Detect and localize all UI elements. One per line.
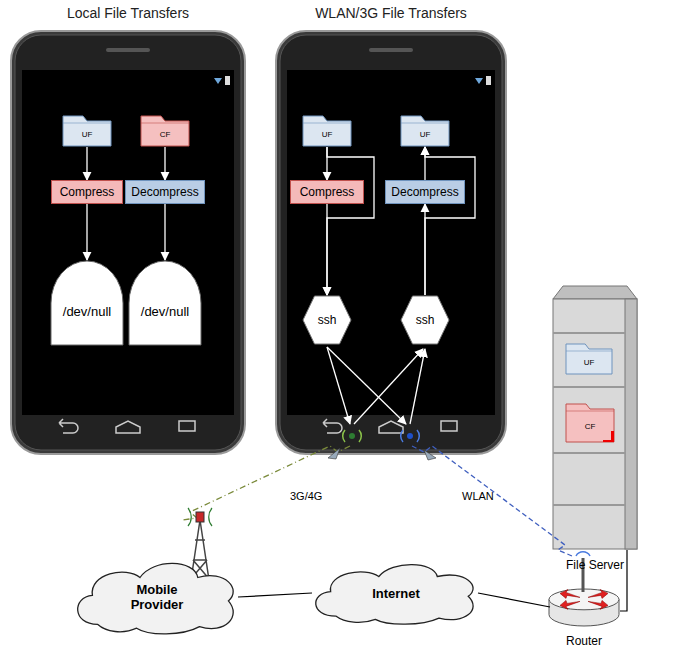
phone-device: Local File TransfersUFCFCompressDecompre… <box>10 30 246 455</box>
link-label: 3G/4G <box>290 490 322 502</box>
folder-icon: CF <box>565 403 615 443</box>
phone-outline <box>10 30 246 455</box>
node-text: UF <box>322 130 333 139</box>
folder-icon: CF <box>140 115 190 147</box>
dome-outline <box>50 260 124 346</box>
ssh-hexagon: ssh <box>302 295 352 345</box>
node-text: Mobile Provider <box>117 582 197 612</box>
link-label: WLAN <box>462 490 494 502</box>
folder-icon: UF <box>302 115 352 147</box>
node-text: Internet <box>372 586 420 601</box>
router-outline <box>548 588 620 626</box>
phone-device: WLAN/3G File TransfersUFUFCompressDecomp… <box>275 30 507 455</box>
node-text: CF <box>585 422 596 431</box>
node-text: Local File Transfers <box>0 5 286 21</box>
connector <box>478 593 550 607</box>
node-text: UF <box>82 130 93 139</box>
node-text: UF <box>584 358 595 367</box>
folder-icon: UF <box>62 115 112 147</box>
node-text: Compress <box>60 185 115 199</box>
node-text: CF <box>160 130 171 139</box>
sink-shape: /dev/null <box>50 260 124 346</box>
node-text: ssh <box>416 313 435 327</box>
dome-outline <box>128 260 202 346</box>
node-text: File Server <box>505 558 673 572</box>
node-text: Compress <box>300 185 355 199</box>
folder-icon: UF <box>565 343 613 375</box>
router-device: Router <box>548 588 620 626</box>
mobile-link <box>182 446 350 520</box>
node-text: WLAN/3G File Transfers <box>235 5 547 21</box>
node-text: Router <box>508 634 660 648</box>
sink-shape: /dev/null <box>128 260 202 346</box>
node-text: ssh <box>318 313 337 327</box>
wlan-link <box>412 446 572 556</box>
network-cloud: Internet <box>310 560 482 626</box>
process-box: Decompress <box>125 180 205 204</box>
node-text: Decompress <box>131 185 198 199</box>
process-box: Compress <box>51 180 123 204</box>
file-server: File ServerUFCF <box>545 285 645 550</box>
node-text: Decompress <box>391 185 458 199</box>
node-text: /dev/null <box>141 304 189 319</box>
folder-icon: UF <box>400 115 450 147</box>
phone-outline <box>275 30 507 455</box>
node-text: /dev/null <box>63 304 111 319</box>
network-cloud: Mobile Provider <box>72 558 242 636</box>
ssh-hexagon: ssh <box>400 295 450 345</box>
node-text: UF <box>420 130 431 139</box>
connector <box>238 593 312 597</box>
process-box: Compress <box>290 180 364 204</box>
process-box: Decompress <box>385 180 465 204</box>
